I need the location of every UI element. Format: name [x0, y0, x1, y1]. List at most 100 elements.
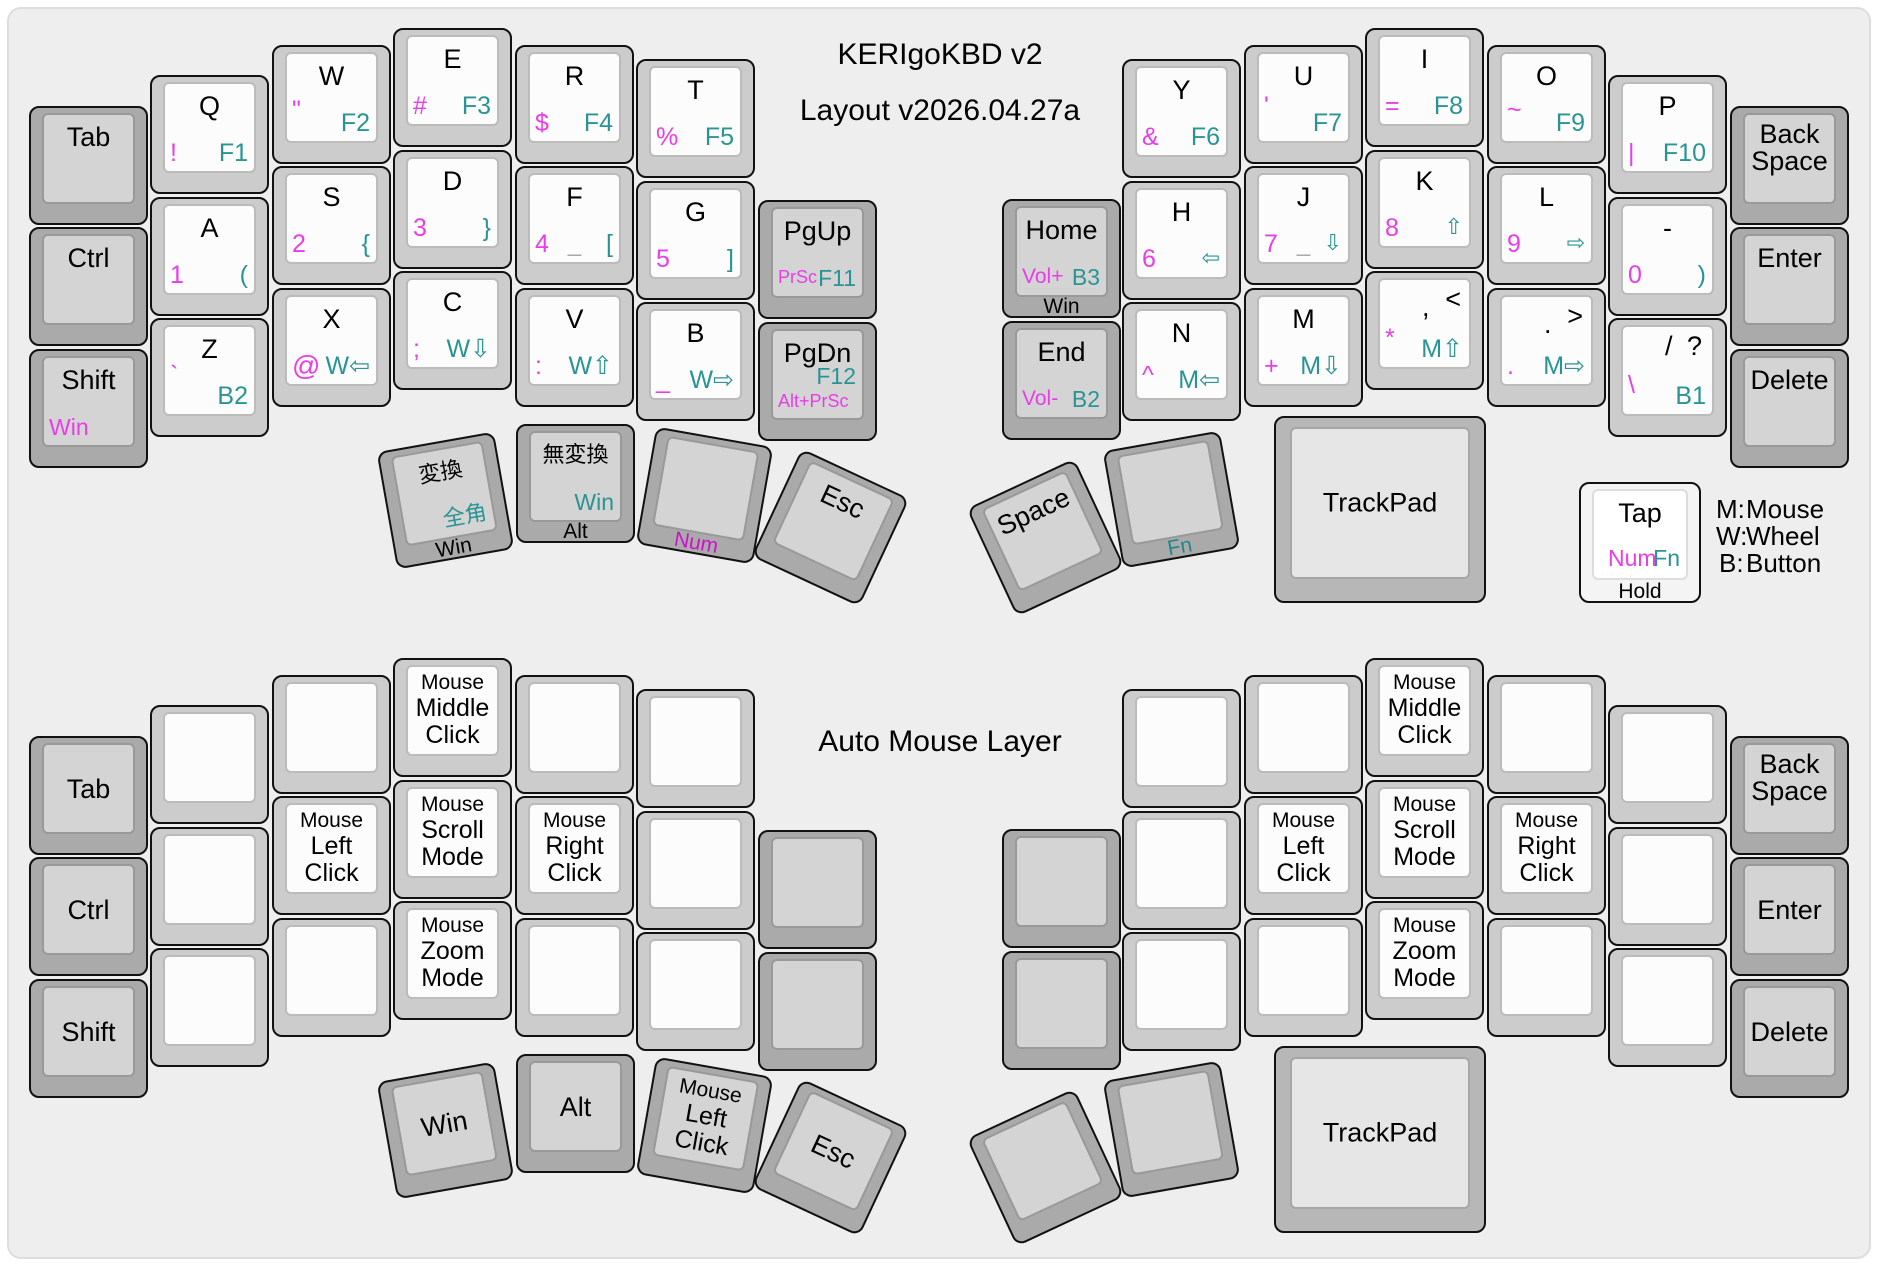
key-w[interactable]: W"F2 [272, 45, 391, 164]
key-n[interactable]: N^M⇦ [1122, 302, 1241, 421]
key-delete[interactable]: Delete [1730, 349, 1849, 468]
mouse-key-blank-mod[interactable] [1002, 951, 1121, 1070]
key-t[interactable]: T%F5 [636, 59, 755, 178]
mouse-key-blank[interactable] [1487, 918, 1606, 1037]
key-o[interactable]: O~F9 [1487, 45, 1606, 164]
mouse-key-blank-thumb[interactable] [1102, 1060, 1241, 1199]
mouse-key-blank[interactable] [1122, 811, 1241, 930]
mouse-key-enter[interactable]: Enter [1730, 857, 1849, 976]
key-m[interactable]: M+M⇩ [1244, 288, 1363, 407]
mouse-key-blank[interactable] [515, 675, 634, 794]
key-label: Ctrl [67, 894, 110, 925]
trackpad[interactable]: TrackPad [1274, 416, 1486, 603]
key-label: Y [1172, 75, 1191, 105]
mouse-key-blank[interactable] [1608, 705, 1727, 824]
key-label: H [1171, 197, 1192, 227]
mouse-key-blank[interactable] [150, 948, 269, 1067]
mouse-key-shift[interactable]: Shift [29, 979, 148, 1098]
mouse-key-delete[interactable]: Delete [1730, 979, 1849, 1098]
mouse-key-alt[interactable]: Alt [516, 1054, 635, 1173]
mouse-key-tab[interactable]: Tab [29, 736, 148, 855]
key-b[interactable]: B_W⇨ [636, 302, 755, 421]
mouse-key-blank[interactable] [1122, 689, 1241, 808]
mouse-key-blank[interactable] [1244, 918, 1363, 1037]
key-y[interactable]: Y&F6 [1122, 59, 1241, 178]
key-z[interactable]: Z`B2 [150, 318, 269, 437]
mouse-key-ctrl[interactable]: Ctrl [29, 857, 148, 976]
mouse-key-blank[interactable] [636, 932, 755, 1051]
mouse-key-blank[interactable] [150, 705, 269, 824]
key-period[interactable]: .>.M⇨ [1487, 288, 1606, 407]
key-num-thumb[interactable]: Num [635, 426, 774, 565]
key-label-line1: Mouse [1271, 809, 1336, 832]
mouse-key-blank[interactable] [272, 675, 391, 794]
key-comma[interactable]: ,<*M⇧ [1365, 271, 1484, 390]
mouse-trackpad[interactable]: TrackPad [1274, 1046, 1486, 1233]
mouse-key-blank[interactable] [636, 811, 755, 930]
mouse-key-esc[interactable]: Esc [751, 1078, 910, 1237]
mouse-key-blank[interactable] [1122, 932, 1241, 1051]
mouse-key-blank[interactable] [636, 689, 755, 808]
mouse-key-blank-mod[interactable] [758, 952, 877, 1071]
key-u[interactable]: U'F7 [1244, 45, 1363, 164]
key-ctrl[interactable]: Ctrl [29, 227, 148, 346]
key-label-line1: Mouse [542, 809, 607, 832]
key-fn-thumb[interactable]: Fn [1102, 430, 1241, 569]
mouse-key-blank[interactable] [515, 918, 634, 1037]
mouse-key-blank[interactable] [1487, 675, 1606, 794]
key-tab[interactable]: Tab [29, 106, 148, 225]
key-minus[interactable]: -0) [1608, 197, 1727, 316]
key-x[interactable]: X@W⇦ [272, 288, 391, 407]
mouse-key-blank[interactable] [1608, 948, 1727, 1067]
mouse-key-blank[interactable] [150, 827, 269, 946]
mouse-key-blank-mod[interactable] [1002, 829, 1121, 948]
mouse-key-backspace[interactable]: Back Space [1730, 736, 1849, 855]
key-p[interactable]: P|F10 [1608, 75, 1727, 194]
key-r[interactable]: R$F4 [515, 45, 634, 164]
mouse-key-blank[interactable] [1608, 827, 1727, 946]
mid-label: _ [567, 230, 582, 257]
mouse-key-blank-thumb[interactable] [966, 1088, 1125, 1247]
key-enter[interactable]: Enter [1730, 227, 1849, 346]
mouse-key-win[interactable]: Win [376, 1061, 515, 1200]
key-c[interactable]: C;W⇩ [393, 271, 512, 390]
fn-label: F1 [218, 139, 248, 167]
key-slash[interactable]: /?\B1 [1608, 318, 1727, 437]
key-backspace[interactable]: Back Space [1730, 106, 1849, 225]
key-i[interactable]: I=F8 [1365, 28, 1484, 147]
num-label: ~ [1507, 96, 1522, 124]
key-v[interactable]: V:W⇧ [515, 288, 634, 407]
mouse-key-blank-mod[interactable] [758, 830, 877, 949]
key-e[interactable]: E#F3 [393, 28, 512, 147]
mouse-key-blank[interactable] [1244, 675, 1363, 794]
mouse-key-blank[interactable] [272, 918, 391, 1037]
key-q[interactable]: Q!F1 [150, 75, 269, 194]
